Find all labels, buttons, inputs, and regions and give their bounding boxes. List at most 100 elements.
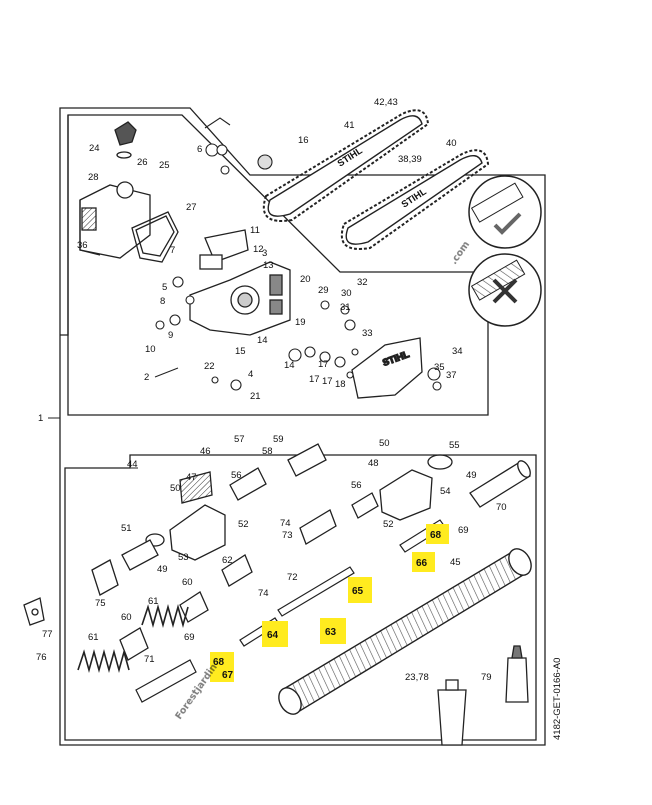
svg-text:46: 46	[200, 446, 211, 457]
svg-text:35: 35	[434, 362, 445, 373]
svg-text:64: 64	[267, 630, 279, 641]
bearing-bracket-11	[199, 229, 249, 270]
svg-text:73: 73	[282, 530, 293, 541]
svg-text:20: 20	[300, 274, 311, 285]
highlighted-part-68-upper: 68	[426, 524, 449, 544]
svg-text:49: 49	[466, 470, 477, 481]
svg-text:75: 75	[95, 598, 106, 609]
svg-text:29: 29	[318, 285, 329, 296]
svg-text:37: 37	[446, 370, 457, 381]
sprocket-cover-34: STIHL	[351, 337, 423, 399]
clamp-housing-48	[145, 454, 453, 547]
gasket-27	[131, 211, 179, 263]
svg-text:5: 5	[162, 282, 167, 293]
svg-text:17: 17	[309, 374, 320, 385]
svg-text:69: 69	[458, 525, 469, 536]
small-hardware	[155, 117, 442, 391]
svg-text:18: 18	[335, 379, 346, 390]
gear-housing	[189, 261, 291, 336]
svg-text:52: 52	[383, 519, 394, 530]
frame-label-1: 1	[38, 413, 60, 424]
svg-text:70: 70	[496, 502, 507, 513]
svg-text:16: 16	[298, 135, 309, 146]
svg-text:60: 60	[121, 612, 132, 623]
svg-text:27: 27	[186, 202, 197, 213]
svg-text:48: 48	[368, 458, 379, 469]
outer-frame	[59, 107, 546, 746]
svg-text:62: 62	[222, 555, 233, 566]
svg-text:30: 30	[341, 288, 352, 299]
svg-text:49: 49	[157, 564, 168, 575]
svg-text:79: 79	[481, 672, 492, 683]
svg-text:77: 77	[42, 629, 53, 640]
svg-text:50: 50	[170, 483, 181, 494]
svg-text:11: 11	[250, 225, 260, 236]
guide-bar-40: STIHL	[340, 149, 490, 250]
svg-text:4: 4	[248, 369, 253, 380]
svg-text:2: 2	[144, 372, 149, 383]
svg-text:69: 69	[184, 632, 195, 643]
svg-text:68: 68	[213, 657, 225, 668]
svg-text:55: 55	[449, 440, 460, 451]
svg-text:17: 17	[322, 376, 333, 387]
svg-text:31: 31	[340, 302, 351, 313]
svg-text:21: 21	[250, 391, 261, 402]
svg-text:10: 10	[145, 344, 156, 355]
svg-text:51: 51	[121, 523, 132, 534]
svg-text:12: 12	[253, 244, 264, 255]
svg-text:34: 34	[452, 346, 463, 357]
svg-text:44: 44	[127, 459, 138, 470]
grease-tube-23-78	[437, 679, 467, 746]
svg-text:59: 59	[273, 434, 284, 445]
svg-text:15: 15	[235, 346, 246, 357]
svg-text:28: 28	[88, 172, 99, 183]
svg-text:61: 61	[148, 596, 159, 607]
svg-text:9: 9	[168, 330, 173, 341]
highlighted-part-68-lower: 68 67	[210, 652, 234, 682]
svg-text:33: 33	[362, 328, 373, 339]
svg-text:6: 6	[197, 144, 202, 155]
svg-text:52: 52	[238, 519, 249, 530]
svg-text:32: 32	[357, 277, 368, 288]
svg-text:8: 8	[160, 296, 165, 307]
springs	[77, 604, 189, 673]
svg-text:53: 53	[178, 552, 189, 563]
svg-text:58: 58	[262, 446, 273, 457]
svg-text:40: 40	[446, 138, 457, 149]
svg-text:63: 63	[325, 627, 337, 638]
svg-text:60: 60	[182, 577, 193, 588]
inner-tube-70	[469, 460, 531, 508]
oil-tank-housing	[79, 121, 151, 259]
svg-text:50: 50	[379, 438, 390, 449]
svg-text:13: 13	[263, 260, 274, 271]
svg-text:71: 71	[144, 654, 155, 665]
svg-text:68: 68	[430, 530, 442, 541]
svg-text:24: 24	[89, 143, 100, 154]
part-labels-upper: 5 6 7 8 9 10 11 12 13 14 14 15 16 17 17 …	[77, 97, 463, 402]
svg-text:3: 3	[262, 248, 267, 259]
inset-incorrect	[468, 253, 542, 327]
highlighted-part-63: 63	[320, 618, 346, 644]
highlighted-part-64: 64	[262, 621, 288, 647]
svg-text:57: 57	[234, 434, 245, 445]
svg-text:14: 14	[284, 360, 295, 371]
svg-text:74: 74	[280, 518, 291, 529]
svg-text:1: 1	[38, 413, 43, 424]
svg-text:72: 72	[287, 572, 298, 583]
svg-text:47: 47	[186, 472, 197, 483]
svg-text:41: 41	[344, 120, 355, 131]
svg-text:74: 74	[258, 588, 269, 599]
svg-text:26: 26	[137, 157, 148, 168]
svg-text:23,78: 23,78	[405, 672, 429, 683]
oil-bottle-79	[505, 645, 529, 703]
svg-text:56: 56	[351, 480, 362, 491]
tube-sleeves	[91, 443, 379, 661]
svg-text:42,43: 42,43	[374, 97, 398, 108]
part-labels-lower: 45 46 47 48 49 49 50 50 51 52 52 53 54 5…	[36, 434, 507, 683]
svg-text:25: 25	[159, 160, 170, 171]
shaft-tube-45	[278, 548, 532, 715]
svg-text:36: 36	[77, 240, 88, 251]
svg-text:45: 45	[450, 557, 461, 568]
